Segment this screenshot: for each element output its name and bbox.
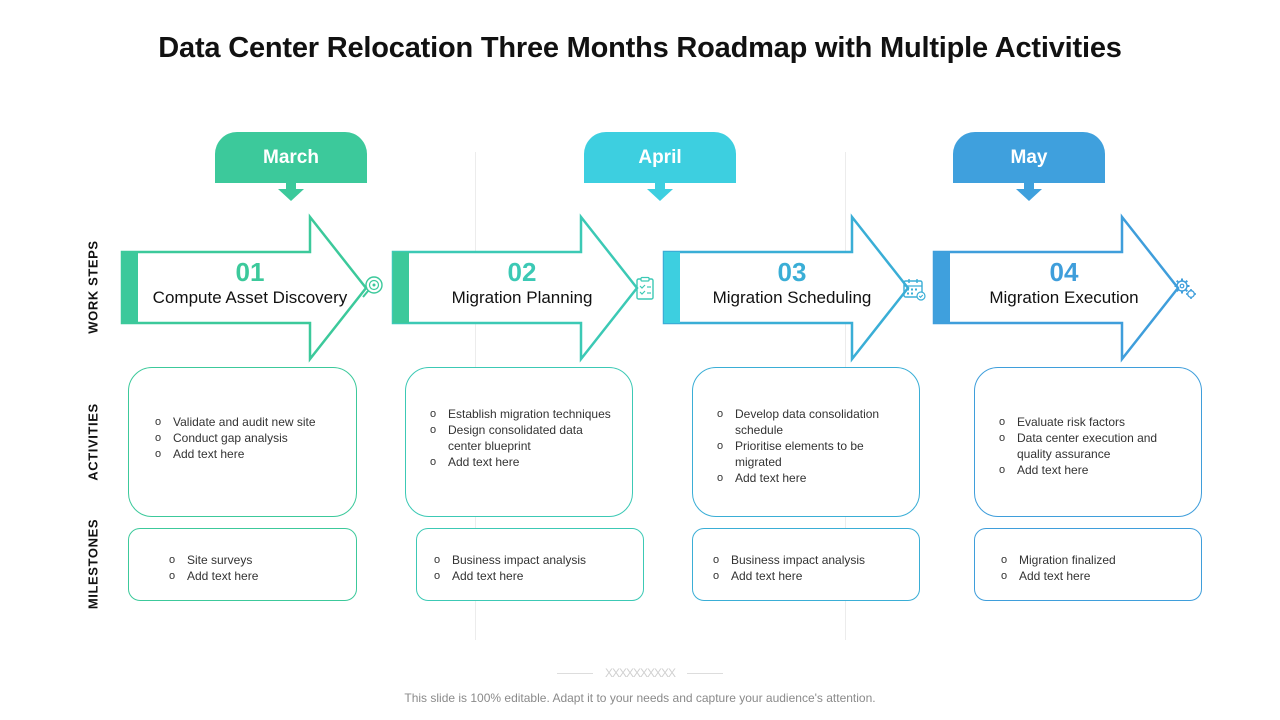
footer-decoration: XXXXXXXXXX bbox=[532, 666, 748, 680]
month-pointer-tip bbox=[1016, 189, 1042, 201]
step-number: 03 bbox=[777, 257, 807, 287]
clipboard-plan-icon bbox=[636, 276, 654, 300]
list-item: Develop data consolidation schedule bbox=[717, 406, 899, 438]
target-search-icon bbox=[362, 276, 383, 298]
list-item: Evaluate risk factors bbox=[999, 414, 1177, 430]
milestones-box-1: Site surveys Add text here bbox=[128, 528, 357, 601]
list-item: Business impact analysis bbox=[713, 552, 919, 568]
list-item: Add text here bbox=[434, 568, 643, 584]
step-name: Migration Planning bbox=[451, 288, 593, 307]
step-name: Migration Scheduling bbox=[712, 288, 872, 307]
list-item: Data center execution and quality assura… bbox=[999, 430, 1177, 462]
activities-box-2: Establish migration techniques Design co… bbox=[405, 367, 633, 517]
step-2: 02 Migration Planning bbox=[407, 258, 637, 309]
step-arrow-2 bbox=[391, 213, 639, 363]
step-1: 01 Compute Asset Discovery bbox=[135, 258, 365, 309]
list-item: Add text here bbox=[713, 568, 919, 584]
month-label: May bbox=[1010, 146, 1048, 168]
list-item: Add text here bbox=[717, 470, 899, 486]
calendar-icon bbox=[903, 279, 926, 301]
list-item: Business impact analysis bbox=[434, 552, 643, 568]
list-item: Add text here bbox=[999, 462, 1177, 478]
list-item: Establish migration techniques bbox=[430, 406, 612, 422]
step-number: 04 bbox=[1049, 257, 1079, 287]
activities-box-3: Develop data consolidation schedule Prio… bbox=[692, 367, 920, 517]
activities-box-1: Validate and audit new site Conduct gap … bbox=[128, 367, 357, 517]
list-item: Prioritise elements to be migrated bbox=[717, 438, 899, 470]
step-number: 01 bbox=[235, 257, 265, 287]
month-tab-march: March bbox=[215, 132, 367, 183]
month-pointer-tip bbox=[278, 189, 304, 201]
milestones-box-2: Business impact analysis Add text here bbox=[416, 528, 644, 601]
month-label: April bbox=[638, 146, 682, 168]
month-pointer-tip bbox=[647, 189, 673, 201]
list-item: Add text here bbox=[155, 446, 356, 462]
list-item: Add text here bbox=[430, 454, 612, 470]
month-pointer bbox=[1024, 180, 1034, 190]
step-name: Migration Execution bbox=[989, 288, 1139, 307]
activities-box-4: Evaluate risk factors Data center execut… bbox=[974, 367, 1202, 517]
milestones-box-4: Migration finalized Add text here bbox=[974, 528, 1202, 601]
step-number: 02 bbox=[507, 257, 537, 287]
list-item: Design consolidated data center blueprin… bbox=[430, 422, 612, 454]
step-4: 04 Migration Execution bbox=[949, 258, 1179, 309]
gears-icon bbox=[1174, 278, 1196, 299]
list-item: Add text here bbox=[169, 568, 356, 584]
step-name: Compute Asset Discovery bbox=[152, 288, 348, 307]
step-3: 03 Migration Scheduling bbox=[677, 258, 907, 309]
step-arrow-1 bbox=[120, 213, 368, 363]
month-label: March bbox=[263, 146, 319, 168]
list-item: Migration finalized bbox=[1001, 552, 1201, 568]
list-item: Conduct gap analysis bbox=[155, 430, 356, 446]
list-item: Site surveys bbox=[169, 552, 356, 568]
footer-note: This slide is 100% editable. Adapt it to… bbox=[404, 691, 876, 705]
milestones-box-3: Business impact analysis Add text here bbox=[692, 528, 920, 601]
list-item: Validate and audit new site bbox=[155, 414, 356, 430]
month-tab-may: May bbox=[953, 132, 1105, 183]
slide-title: Data Center Relocation Three Months Road… bbox=[158, 32, 1122, 64]
month-pointer bbox=[655, 180, 665, 190]
month-tab-april: April bbox=[584, 132, 736, 183]
month-pointer bbox=[286, 180, 296, 190]
list-item: Add text here bbox=[1001, 568, 1201, 584]
step-arrow-4 bbox=[932, 213, 1180, 363]
step-arrow-3 bbox=[662, 213, 910, 363]
